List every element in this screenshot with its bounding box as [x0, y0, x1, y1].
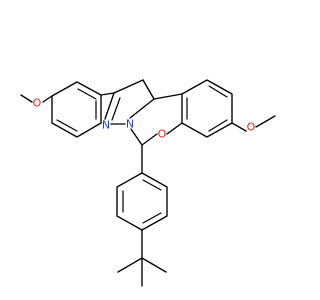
bond-ring-top-inner-2 — [208, 119, 228, 132]
bond-ring-lower-inner-1 — [142, 179, 162, 191]
bond-o-to-ch — [141, 133, 158, 146]
atom-n-pyrazoline-left: N — [102, 119, 110, 132]
bond-tbu-methyl-1 — [117, 257, 143, 273]
bond-aryl-ome-left — [42, 95, 53, 103]
bond-c-eq-n-2 — [111, 97, 121, 121]
bond-n-to-ch-bridge — [129, 98, 155, 119]
bond-ring-to-o — [166, 122, 183, 135]
atom-o-oxazine: O — [158, 128, 167, 141]
bond-ring-lower-inner-2 — [142, 212, 162, 224]
bond-c-to-left-ring — [100, 92, 115, 96]
bond-bridge-to-ring — [153, 93, 183, 100]
bond-ome-right-methyl — [255, 115, 276, 128]
bond-ring-left-inner-1 — [77, 88, 97, 100]
bond-tbu-methyl-2 — [141, 257, 167, 273]
bond-ch2-to-c — [113, 79, 144, 94]
bond-c-eq-n-1 — [104, 92, 115, 120]
atom-labels: O N N O O — [33, 97, 256, 141]
bond-ring-left — [51, 81, 102, 138]
atom-o-methoxy-left: O — [33, 97, 42, 110]
bond-ring-top-inner-1 — [208, 85, 228, 98]
bond-ome-left-methyl — [20, 94, 33, 103]
bond-ring-left-inner-2 — [56, 119, 78, 132]
bond-aryl-ome-right — [231, 122, 247, 132]
bond-bridge-to-ch2 — [142, 79, 155, 100]
bond-ring-lower — [116, 172, 168, 231]
bond-ring-top — [181, 79, 233, 138]
molecule-drawing: O N N O O — [20, 79, 276, 287]
atom-o-methoxy-right: O — [247, 121, 256, 134]
bond-ch-to-n — [130, 128, 143, 146]
bond-skeleton — [20, 79, 276, 287]
atom-n-pyrazoline-right: N — [126, 118, 134, 131]
